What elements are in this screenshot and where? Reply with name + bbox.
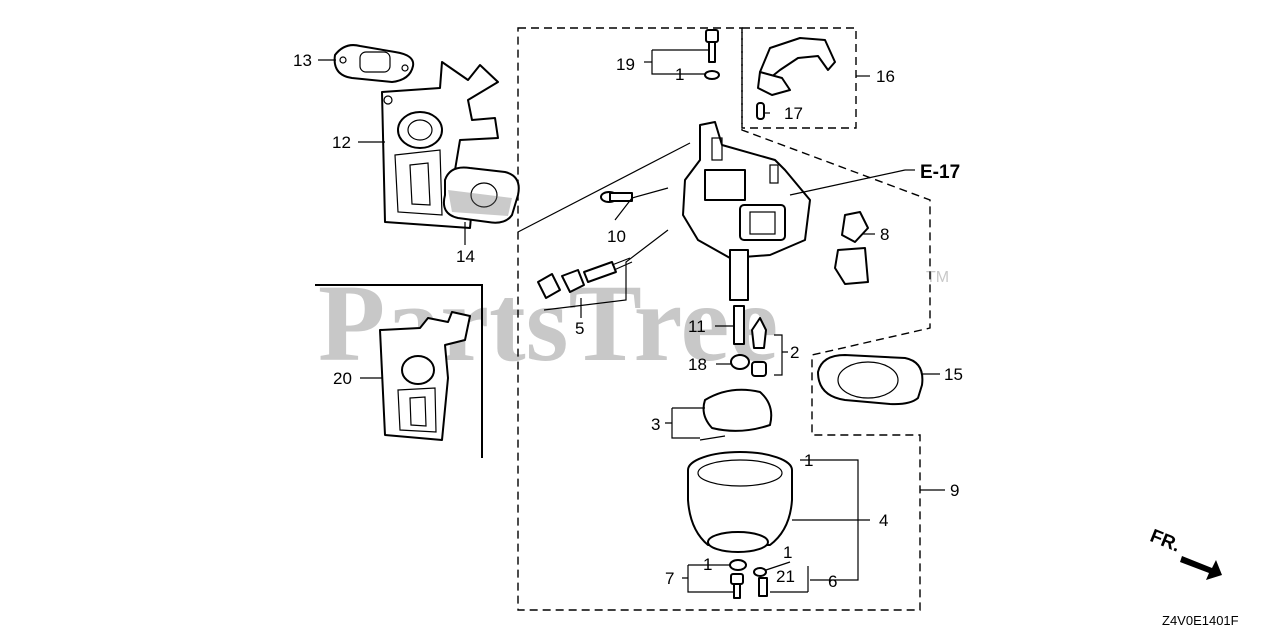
- callout-13: 13: [293, 51, 312, 70]
- callout-1-chamber: 1: [804, 451, 813, 470]
- callout-21: 21: [776, 567, 795, 586]
- float-chamber-4: [687, 451, 793, 553]
- callout-7: 7: [665, 569, 674, 588]
- direction-label: FR.: [1147, 526, 1183, 557]
- callout-2: 2: [790, 343, 799, 362]
- gasket-8: [834, 211, 869, 285]
- callout-1-screw: 1: [783, 543, 792, 562]
- callout-18: 18: [688, 355, 707, 374]
- bracket-20: [379, 311, 471, 441]
- callout-17: 17: [784, 104, 803, 123]
- screw-10: [600, 191, 633, 203]
- lever-set-boundary: [741, 27, 857, 129]
- choke-lever-16: [757, 37, 836, 96]
- callout-4: 4: [879, 511, 888, 530]
- bolt-7: [730, 573, 744, 599]
- callout-5: 5: [575, 319, 584, 338]
- callout-12: 12: [332, 133, 351, 152]
- callout-8: 8: [880, 225, 889, 244]
- callout-1-top: 1: [675, 65, 684, 84]
- washer-1-drain: [729, 559, 747, 571]
- main-jet-11: [730, 305, 750, 370]
- carburetor-assembly-boundary: [517, 27, 931, 611]
- gasket-14: [442, 166, 520, 224]
- pin-17: [756, 102, 765, 120]
- callout-9: 9: [950, 481, 959, 500]
- callout-14: 14: [456, 247, 475, 266]
- callout-15: 15: [944, 365, 963, 384]
- bolt-19: [705, 29, 719, 63]
- alternate-part-boundary: [315, 284, 483, 458]
- washer-1-top: [704, 70, 720, 80]
- leader-lines: [318, 49, 945, 593]
- float-valve-2: [751, 317, 767, 377]
- carburetor-body: [682, 121, 811, 301]
- callout-19: 19: [616, 55, 635, 74]
- screw-set-5: [537, 257, 633, 299]
- direction-arrow-icon: [1180, 556, 1222, 580]
- callout-6: 6: [828, 572, 837, 591]
- callout-1-bolt: 1: [703, 555, 712, 574]
- diagram-code: Z4V0E1401F: [1162, 613, 1239, 628]
- callout-11: 11: [688, 317, 706, 336]
- callout-10: 10: [607, 227, 626, 246]
- drain-screw-21: [753, 567, 768, 597]
- reference-label: E-17: [920, 162, 960, 183]
- callout-3: 3: [651, 415, 660, 434]
- float-3: [699, 388, 773, 441]
- callout-16: 16: [876, 67, 895, 86]
- callout-20: 20: [333, 369, 352, 388]
- watermark-trademark: TM: [926, 269, 949, 286]
- gasket-13: [333, 44, 415, 83]
- gasket-15: [817, 354, 924, 406]
